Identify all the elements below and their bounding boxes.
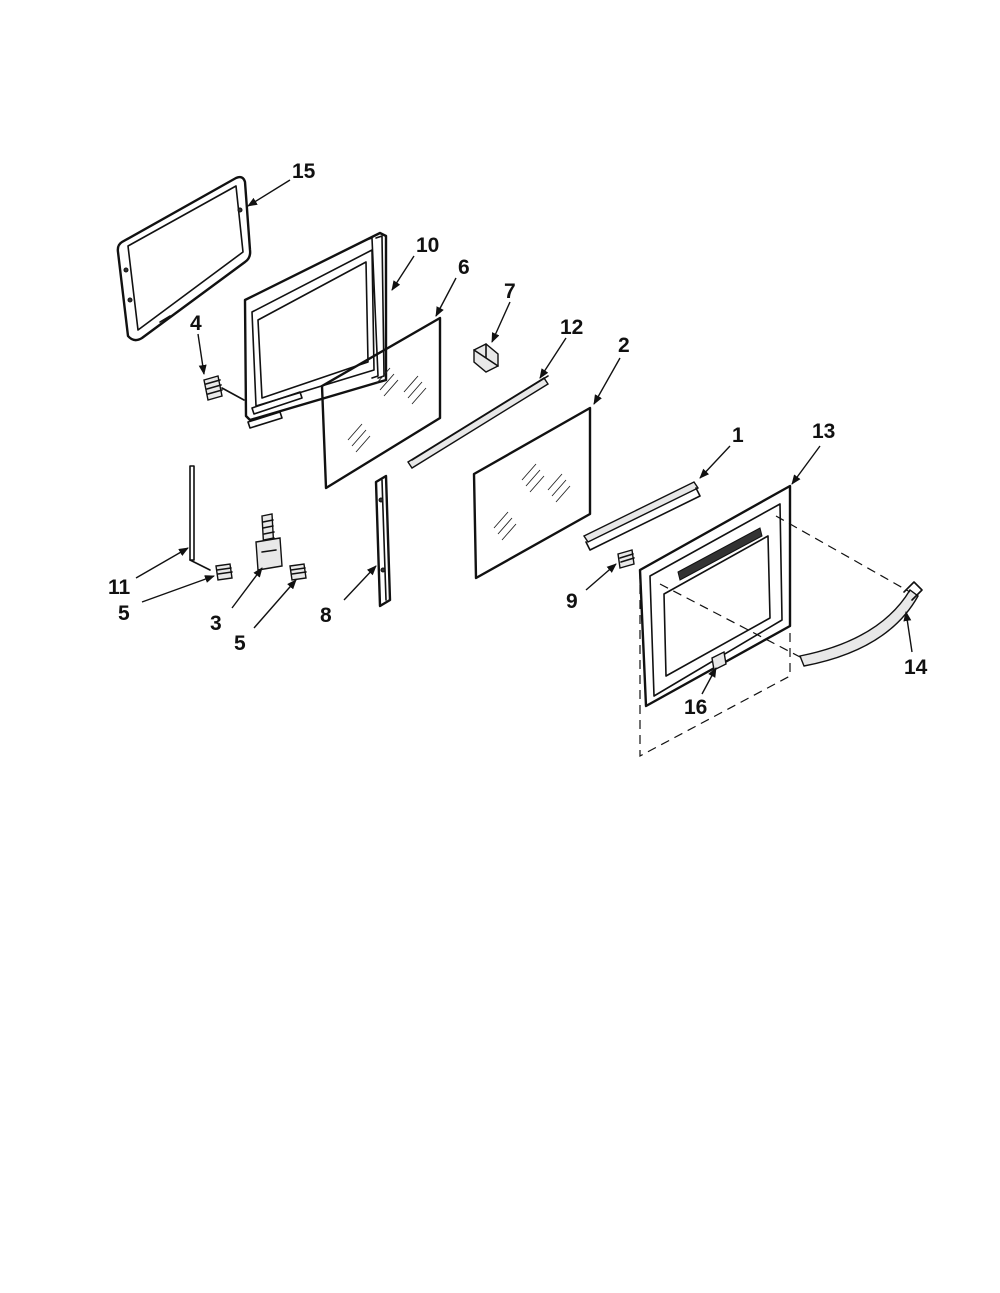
callout-9: 9 xyxy=(566,590,578,613)
part-10-inner-door-liner xyxy=(243,231,388,429)
callout-7: 7 xyxy=(504,280,516,303)
handle-mount-line-upper xyxy=(775,515,911,593)
part-5-screw-right xyxy=(289,563,307,581)
callout-4: 4 xyxy=(190,312,202,335)
callout-6: 6 xyxy=(458,256,470,279)
callout-10: 10 xyxy=(416,234,439,257)
callout-11: 11 xyxy=(108,576,131,599)
part-4-screw xyxy=(203,375,245,401)
callout-2: 2 xyxy=(618,334,630,357)
part-1-handle-trim xyxy=(582,481,701,551)
part-13-outer-door-panel xyxy=(638,484,792,708)
part-2-outer-glass xyxy=(472,406,592,580)
callout-3: 3 xyxy=(210,612,222,635)
part-5-screw-left xyxy=(215,563,233,581)
part-9-screw xyxy=(617,549,635,569)
part-3-hinge xyxy=(255,513,283,571)
part-12-glass-retainer xyxy=(407,375,549,469)
callout-5-left: 5 xyxy=(118,602,130,625)
leader-lines xyxy=(135,179,913,695)
callout-14: 14 xyxy=(904,656,928,679)
part-11-hinge-rod xyxy=(189,465,211,571)
part-7-bracket xyxy=(473,343,499,373)
callout-1: 1 xyxy=(732,424,744,447)
part-13-assembly-outline xyxy=(639,486,791,757)
part-8-side-trim xyxy=(374,474,392,608)
callout-5-right: 5 xyxy=(234,632,246,655)
callout-labels: 15 10 6 7 12 2 4 1 13 11 5 3 5 8 9 16 14 xyxy=(108,160,928,719)
handle-mount-line-lower xyxy=(659,583,803,659)
part-14-door-handle xyxy=(799,581,923,667)
callout-12: 12 xyxy=(560,316,583,339)
callout-13: 13 xyxy=(812,420,835,443)
part-6-inner-glass xyxy=(320,316,442,490)
callout-8: 8 xyxy=(320,604,332,627)
callout-16: 16 xyxy=(684,696,707,719)
callout-15: 15 xyxy=(292,160,316,183)
part-15-door-gasket xyxy=(116,175,252,342)
